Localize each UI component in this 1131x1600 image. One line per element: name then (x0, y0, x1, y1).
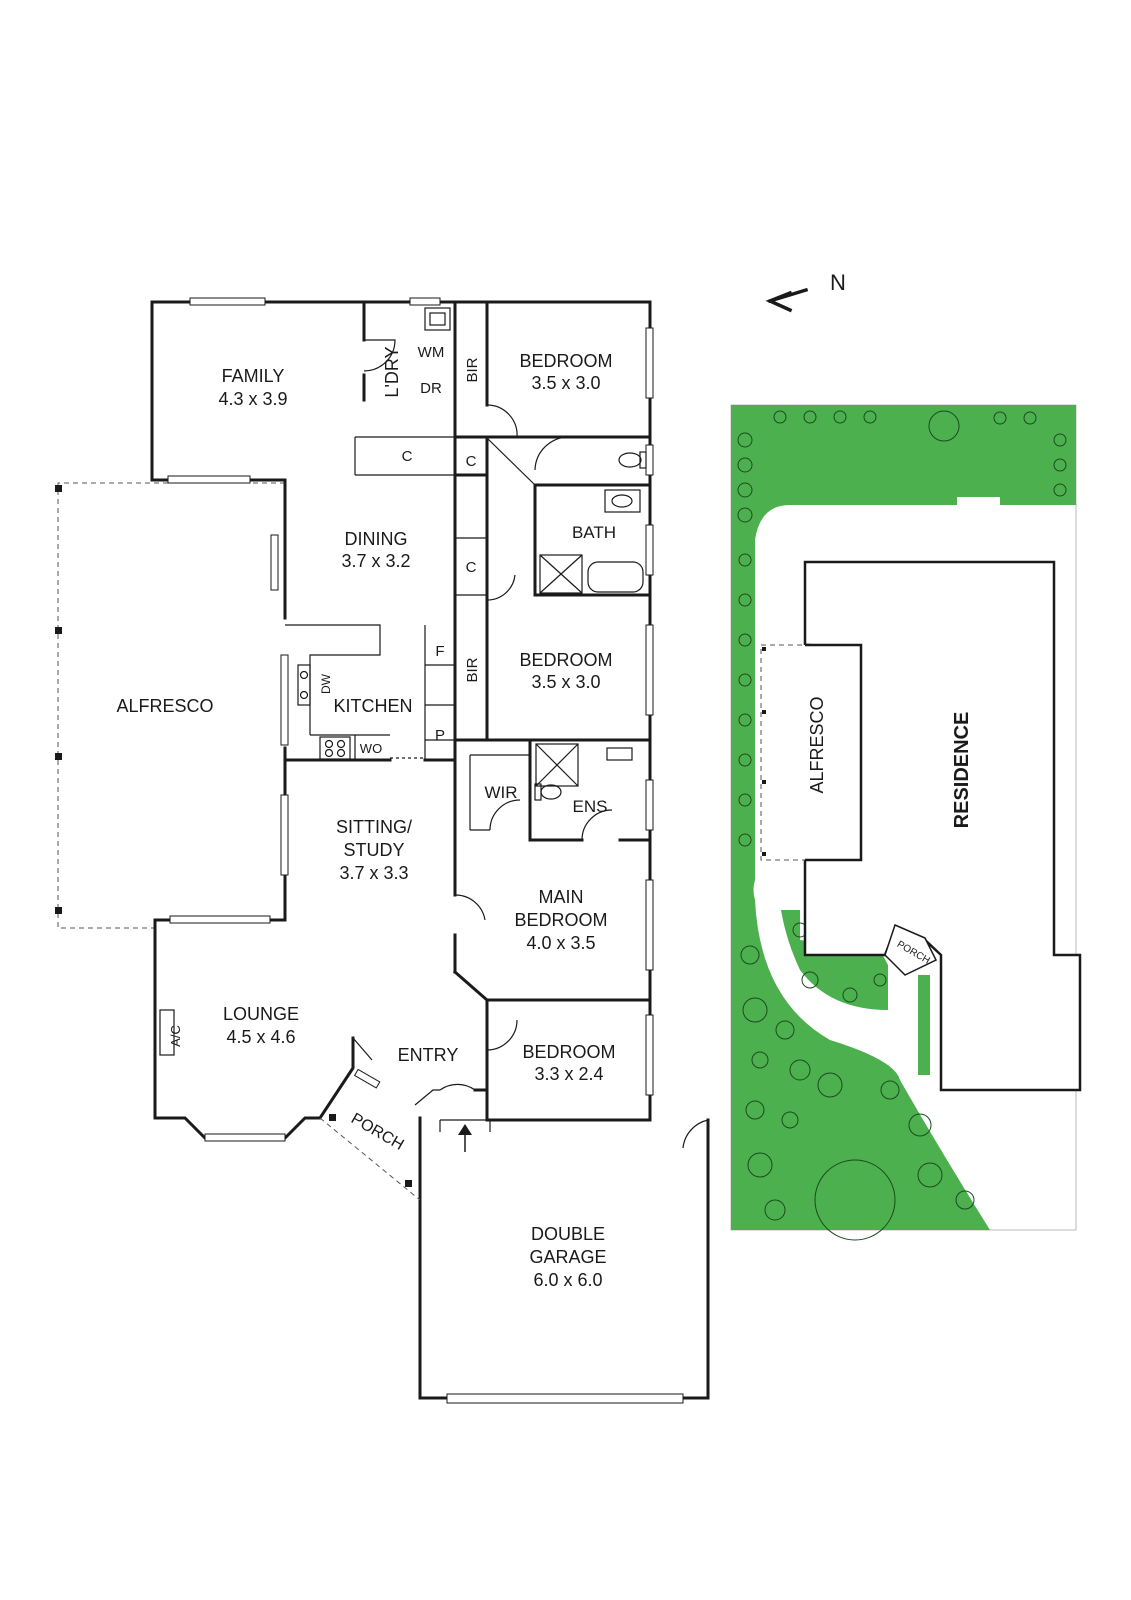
bedroom2-name: BEDROOM (519, 650, 612, 670)
garage-size: 6.0 x 6.0 (533, 1270, 602, 1290)
north-label: N (830, 270, 846, 295)
fixtures (297, 307, 647, 801)
bath-label: BATH (572, 523, 616, 542)
doors (352, 339, 709, 1149)
dining-name: DINING (345, 529, 408, 549)
ens-label: ENS (573, 797, 608, 816)
bir1-label: BIR (464, 357, 481, 382)
lounge-size: 4.5 x 4.6 (226, 1027, 295, 1047)
laundry-label: L'DRY (382, 346, 402, 397)
bedroom2-size: 3.5 x 3.0 (531, 672, 600, 692)
residence-label: RESIDENCE (951, 712, 973, 829)
dw-label: DW (319, 673, 333, 694)
lawn-west (731, 880, 990, 1230)
bedroom1-name: BEDROOM (519, 351, 612, 371)
windows (167, 297, 684, 1404)
sitting-name2: STUDY (343, 840, 404, 860)
alfresco-label: ALFRESCO (116, 696, 213, 716)
entry-label: ENTRY (398, 1045, 459, 1065)
sitting-size: 3.7 x 3.3 (339, 863, 408, 883)
wm-label: WM (418, 344, 445, 361)
dining-size: 3.7 x 3.2 (341, 551, 410, 571)
porch-label: PORCH (348, 1110, 407, 1154)
garage-name2: GARAGE (529, 1247, 606, 1267)
bir2-label: BIR (464, 657, 481, 682)
family-name: FAMILY (222, 366, 285, 386)
c3-label: C (466, 559, 477, 576)
dr-label: DR (420, 380, 442, 397)
internal-walls (283, 300, 652, 1132)
tree-icons (737, 410, 1067, 1241)
alfresco-area (55, 482, 285, 929)
wo-label: WO (360, 741, 382, 756)
c1-label: C (402, 448, 413, 465)
lawn-strip (918, 975, 930, 1075)
porch-area (319, 1114, 421, 1201)
entry-arrow-icon (458, 1124, 472, 1152)
main-bedroom-name1: MAIN (539, 887, 584, 907)
lawn-porch (781, 910, 888, 1010)
kitchen-label: KITCHEN (333, 696, 412, 716)
site-alfresco-label: ALFRESCO (807, 696, 827, 793)
main-bedroom-size: 4.0 x 3.5 (526, 933, 595, 953)
site-plan (730, 404, 1082, 1241)
p-label: P (435, 727, 445, 744)
sitting-name1: SITTING/ (336, 817, 412, 837)
external-walls (150, 300, 710, 1400)
bedroom1-size: 3.5 x 3.0 (531, 373, 600, 393)
family-size: 4.3 x 3.9 (218, 389, 287, 409)
lounge-name: LOUNGE (223, 1004, 299, 1024)
bedroom3-name: BEDROOM (522, 1042, 615, 1062)
f-label: F (435, 643, 444, 660)
ac-label: A/C (168, 1025, 183, 1047)
main-bedroom-name2: BEDROOM (514, 910, 607, 930)
garage-name1: DOUBLE (531, 1224, 605, 1244)
wir-label: WIR (484, 783, 517, 802)
north-arrow-icon (765, 287, 809, 313)
c2-label: C (466, 453, 477, 470)
bedroom3-size: 3.3 x 2.4 (534, 1064, 603, 1084)
lawn-north (731, 405, 1076, 880)
